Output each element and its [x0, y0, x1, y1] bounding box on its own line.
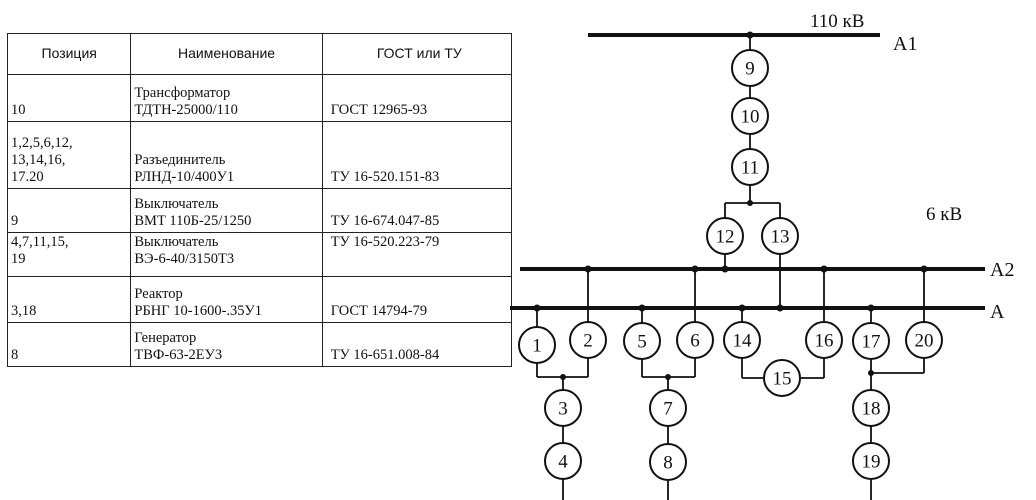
specification-table: Позиция Наименование ГОСТ или ТУ 10 Тран… — [6, 33, 513, 367]
element-label-1: 1 — [532, 336, 542, 357]
header-position: Позиция — [6, 33, 132, 75]
junction-dot — [638, 304, 646, 312]
element-label-9: 9 — [745, 59, 755, 80]
element-20 — [905, 321, 943, 359]
junction-dot — [584, 265, 592, 273]
voltage-label-110kv: 110 кВ — [810, 11, 864, 32]
row-standard: ТУ 16-651.008-84 — [321, 322, 513, 367]
element-label-11: 11 — [741, 158, 759, 179]
element-label-2: 2 — [583, 331, 593, 352]
row-position: 9 — [6, 188, 132, 233]
junction-dot — [868, 370, 874, 376]
table-header-row: Позиция Наименование ГОСТ или ТУ — [6, 33, 513, 75]
element-7 — [649, 389, 687, 427]
junction-dot — [721, 265, 729, 273]
element-12 — [706, 217, 744, 255]
element-label-6: 6 — [690, 331, 700, 352]
junction-dot — [776, 304, 784, 312]
row-position: 1,2,5,6,12,13,14,16,17.20 — [6, 121, 132, 189]
element-label-19: 19 — [862, 452, 881, 473]
element-label-17: 17 — [862, 332, 881, 353]
junction-dot — [747, 200, 753, 206]
element-label-16: 16 — [815, 331, 834, 352]
element-label-18: 18 — [862, 399, 881, 420]
element-label-5: 5 — [637, 332, 647, 353]
element-label-15: 15 — [773, 369, 792, 390]
junction-dot — [691, 265, 699, 273]
element-16 — [805, 321, 843, 359]
row-standard: ТУ 16-520.151-83 — [321, 121, 513, 189]
row-position: 10 — [6, 74, 132, 122]
bus-label-a: А — [990, 301, 1005, 323]
element-8 — [649, 443, 687, 481]
row-standard: ТУ 16-674.047-85 — [321, 188, 513, 233]
element-13 — [761, 217, 799, 255]
element-6 — [676, 321, 714, 359]
row-position: 8 — [6, 322, 132, 367]
element-14 — [723, 321, 761, 359]
junction-dot — [746, 31, 754, 39]
element-label-12: 12 — [716, 227, 735, 248]
row-standard: ГОСТ 14794-79 — [321, 276, 513, 323]
row-position: 3,18 — [6, 276, 132, 323]
junction-dot — [560, 374, 566, 380]
header-name: Наименование — [130, 33, 323, 75]
element-10 — [731, 97, 769, 135]
element-5 — [623, 322, 661, 360]
element-1 — [518, 326, 556, 364]
voltage-label-6kv: 6 кВ — [926, 204, 962, 225]
element-18 — [852, 389, 890, 427]
element-label-10: 10 — [741, 107, 760, 128]
element-9 — [731, 49, 769, 87]
element-label-7: 7 — [663, 399, 673, 420]
row-standard: ТУ 16-520.223-79 — [321, 232, 513, 277]
bus-label-a1: А1 — [893, 33, 917, 55]
element-label-13: 13 — [771, 227, 790, 248]
element-label-20: 20 — [915, 331, 934, 352]
junction-dot — [820, 265, 828, 273]
element-3 — [544, 389, 582, 427]
element-label-14: 14 — [733, 331, 753, 352]
element-label-4: 4 — [558, 452, 568, 473]
element-2 — [569, 321, 607, 359]
junction-dot — [920, 265, 928, 273]
junction-dot — [665, 374, 671, 380]
row-position: 4,7,11,15,19 — [6, 232, 132, 277]
element-label-8: 8 — [663, 453, 673, 474]
element-label-3: 3 — [558, 399, 568, 420]
junction-dot — [738, 304, 746, 312]
element-19 — [852, 442, 890, 480]
junction-dot — [867, 304, 875, 312]
bus-label-a2: А2 — [990, 259, 1014, 281]
element-15 — [763, 359, 801, 397]
element-17 — [852, 322, 890, 360]
element-11 — [731, 148, 769, 186]
element-4 — [544, 442, 582, 480]
junction-dot — [533, 304, 541, 312]
